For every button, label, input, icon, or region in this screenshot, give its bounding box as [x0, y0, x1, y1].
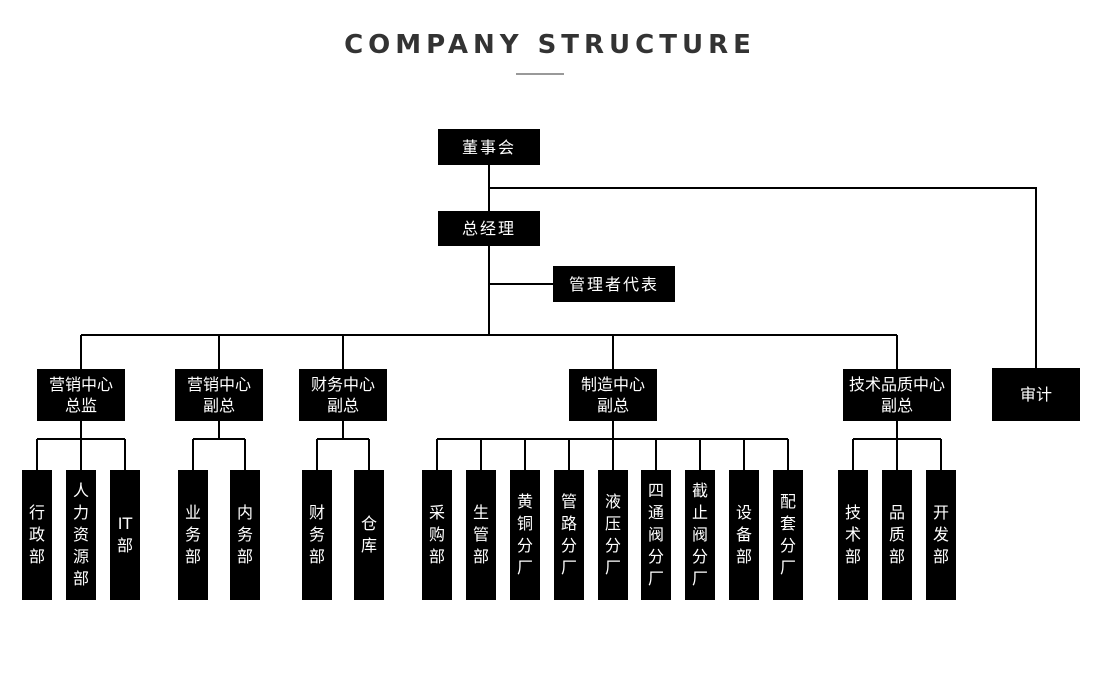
dept-label: 配套分厂 [780, 492, 797, 577]
dept-label: 设备部 [736, 503, 753, 566]
dept-label: 采购部 [429, 503, 446, 566]
general-manager-box: 总经理 [438, 211, 540, 246]
dept-box-brass-plant: 黄铜分厂 [510, 470, 540, 600]
dept-box-production-control: 生管部 [466, 470, 496, 600]
dept-label: 人力资源部 [73, 481, 90, 588]
dept-box-four-way-valve-plant: 四通阀分厂 [641, 470, 671, 600]
dept-label: 行政部 [29, 503, 46, 566]
center-box-manufacturing-vp: 制造中心 副总 [569, 369, 657, 421]
dept-box-internal-affairs: 内务部 [230, 470, 260, 600]
dept-box-it: IT部 [110, 470, 140, 600]
dept-label: 技术部 [845, 503, 862, 566]
center-box-marketing-vp: 营销中心 副总 [175, 369, 263, 421]
center-label: 制造中心 副总 [580, 375, 645, 415]
dept-label: 内务部 [237, 503, 254, 566]
dept-label: 品质部 [889, 503, 906, 566]
dept-box-hr: 人力资源部 [66, 470, 96, 600]
dept-box-quality: 品质部 [882, 470, 912, 600]
dept-box-warehouse: 仓库 [354, 470, 384, 600]
audit-box: 审计 [992, 368, 1080, 421]
dept-box-purchasing: 采购部 [422, 470, 452, 600]
dept-box-business: 业务部 [178, 470, 208, 600]
center-label: 营销中心 副总 [186, 375, 251, 415]
dept-label: 仓库 [361, 514, 378, 555]
connector-board-audit [489, 187, 1037, 368]
board-box: 董事会 [438, 129, 540, 165]
dept-label: 四通阀分厂 [648, 481, 665, 588]
dept-label: 液压分厂 [605, 492, 622, 577]
dept-label: 截止阀分厂 [692, 481, 709, 588]
dept-box-supporting-plant: 配套分厂 [773, 470, 803, 600]
dept-box-admin: 行政部 [22, 470, 52, 600]
dept-label: 业务部 [185, 503, 202, 566]
title-underline [516, 73, 564, 75]
center-label: 财务中心 副总 [310, 375, 375, 415]
management-representative-label: 管理者代表 [568, 274, 659, 294]
dept-label: 开发部 [933, 503, 950, 566]
center-box-marketing-director: 营销中心 总监 [37, 369, 125, 421]
center-box-tech-quality-vp: 技术品质中心 副总 [843, 369, 951, 421]
dept-box-equipment: 设备部 [729, 470, 759, 600]
center-box-finance-vp: 财务中心 副总 [299, 369, 387, 421]
dept-box-pipe-plant: 管路分厂 [554, 470, 584, 600]
general-manager-label: 总经理 [461, 219, 516, 238]
dept-box-technology: 技术部 [838, 470, 868, 600]
dept-box-development: 开发部 [926, 470, 956, 600]
dept-label: 生管部 [473, 503, 490, 566]
dept-box-hydraulic-plant: 液压分厂 [598, 470, 628, 600]
center-label: 技术品质中心 副总 [848, 375, 945, 415]
dept-box-finance: 财务部 [302, 470, 332, 600]
page-title: COMPANY STRUCTURE [344, 30, 756, 60]
management-representative-box: 管理者代表 [553, 266, 675, 302]
dept-label: 管路分厂 [561, 492, 578, 577]
dept-label: 黄铜分厂 [517, 492, 534, 577]
dept-label: 财务部 [309, 503, 326, 566]
audit-label: 审计 [1019, 385, 1052, 404]
board-label: 董事会 [461, 137, 516, 157]
dept-box-stop-valve-plant: 截止阀分厂 [685, 470, 715, 600]
dept-label: IT部 [117, 514, 134, 555]
center-label: 营销中心 总监 [48, 375, 113, 415]
